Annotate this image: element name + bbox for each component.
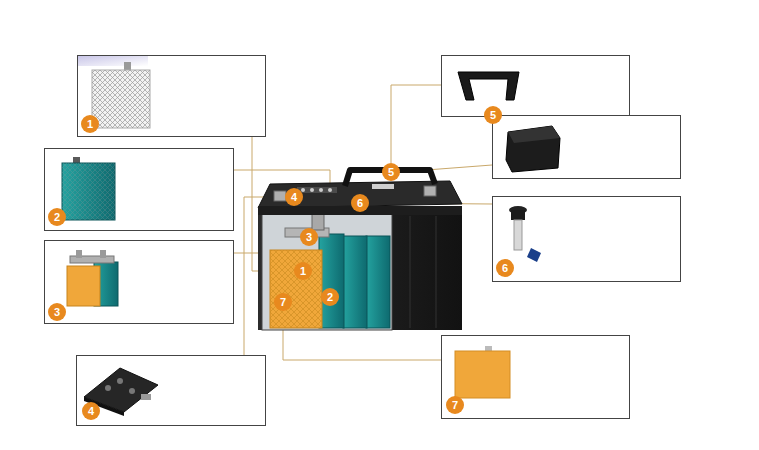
vent-strip bbox=[297, 187, 337, 193]
case-rib bbox=[410, 216, 411, 328]
callout-number: 7 bbox=[446, 396, 464, 414]
callout-number: 7 bbox=[274, 293, 292, 311]
callout-number: 5 bbox=[484, 106, 502, 124]
part-box bbox=[77, 356, 266, 426]
callout-number: 5 bbox=[382, 163, 400, 181]
callout-number: 4 bbox=[285, 188, 303, 206]
callout-number: 3 bbox=[300, 228, 318, 246]
cell-post bbox=[100, 250, 106, 258]
carry-handle bbox=[458, 72, 519, 100]
leader-lines bbox=[233, 85, 492, 360]
cell-plates bbox=[343, 236, 367, 328]
leader-line bbox=[391, 85, 441, 163]
cell-separator bbox=[67, 266, 100, 306]
negative-plate bbox=[62, 163, 115, 220]
vent-cap bbox=[310, 188, 314, 192]
part-boxes bbox=[45, 56, 681, 426]
part-box bbox=[493, 197, 681, 282]
lid-terminal bbox=[141, 394, 151, 400]
box-shade bbox=[78, 56, 148, 66]
terminal-post bbox=[312, 214, 324, 230]
plate-texture bbox=[62, 163, 115, 220]
cell-plates bbox=[319, 234, 344, 328]
cell-plates bbox=[366, 236, 390, 328]
cell-post bbox=[76, 250, 82, 258]
vent-cap bbox=[328, 188, 332, 192]
plug-cap bbox=[511, 210, 525, 220]
battery-case bbox=[258, 206, 462, 330]
grid-plate bbox=[92, 70, 150, 128]
plug-indicator bbox=[527, 248, 541, 262]
lid-vent bbox=[129, 388, 135, 394]
lid-label bbox=[372, 184, 394, 189]
cover-top bbox=[508, 126, 560, 143]
part-box bbox=[45, 241, 234, 324]
cell-separator bbox=[270, 250, 322, 328]
callout-number: 2 bbox=[321, 288, 339, 306]
terminal bbox=[424, 186, 436, 196]
callout-number: 1 bbox=[294, 262, 312, 280]
lid-vent bbox=[105, 385, 111, 391]
separator-texture bbox=[270, 250, 322, 328]
battery bbox=[258, 170, 462, 330]
lid-vent bbox=[117, 378, 123, 384]
callout-number: 4 bbox=[82, 402, 100, 420]
part-box bbox=[78, 56, 266, 137]
part-box bbox=[442, 56, 630, 117]
case-cutaway bbox=[262, 214, 392, 330]
plug-tube bbox=[514, 220, 522, 250]
part-box bbox=[493, 116, 681, 179]
part-box bbox=[45, 149, 234, 231]
grid-pattern bbox=[92, 70, 150, 128]
vent-cap bbox=[319, 188, 323, 192]
callout-number: 2 bbox=[48, 208, 66, 226]
callout-number: 6 bbox=[351, 194, 369, 212]
part-box bbox=[442, 336, 630, 419]
separator-plate bbox=[455, 351, 510, 398]
callout-number: 3 bbox=[48, 303, 66, 321]
callout-number: 1 bbox=[81, 115, 99, 133]
callout-number: 6 bbox=[496, 259, 514, 277]
case-rib bbox=[436, 216, 437, 328]
battery-cover bbox=[506, 126, 560, 172]
